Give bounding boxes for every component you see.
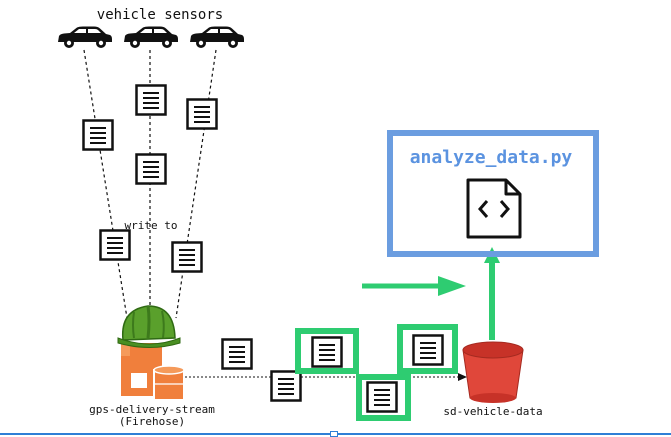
highlighted-record [397, 324, 458, 374]
stream-name: gps-delivery-stream [89, 403, 215, 416]
trigger-arrow [362, 276, 466, 296]
bucket-label: sd-vehicle-data [443, 405, 542, 418]
vehicle-sensors-label: vehicle sensors [97, 7, 223, 23]
data-record-icon [171, 241, 203, 273]
write-to-label: write to [125, 219, 178, 232]
car-icon [190, 26, 244, 48]
code-file-icon [466, 178, 522, 239]
resize-handle[interactable] [330, 431, 338, 437]
hard-hat-icon [117, 305, 181, 348]
highlighted-record [356, 374, 411, 421]
data-record-icon [82, 119, 114, 151]
bucket-to-script-arrow [484, 247, 500, 340]
stream-subtitle: (Firehose) [119, 415, 185, 428]
data-record-icon [270, 370, 302, 402]
delivery-path [185, 373, 467, 381]
data-record-icon [135, 84, 167, 116]
highlighted-record [295, 328, 359, 374]
script-label: analyze_data.py [410, 147, 573, 168]
data-record-icon [221, 338, 253, 370]
script-box [387, 130, 599, 257]
data-record-icon [99, 229, 131, 261]
data-record-icon [186, 98, 218, 130]
data-record-icon [135, 153, 167, 185]
firehose-icon [121, 343, 185, 401]
car-icon [58, 26, 112, 48]
s3-bucket-icon [462, 341, 524, 403]
car-icon [124, 26, 178, 48]
